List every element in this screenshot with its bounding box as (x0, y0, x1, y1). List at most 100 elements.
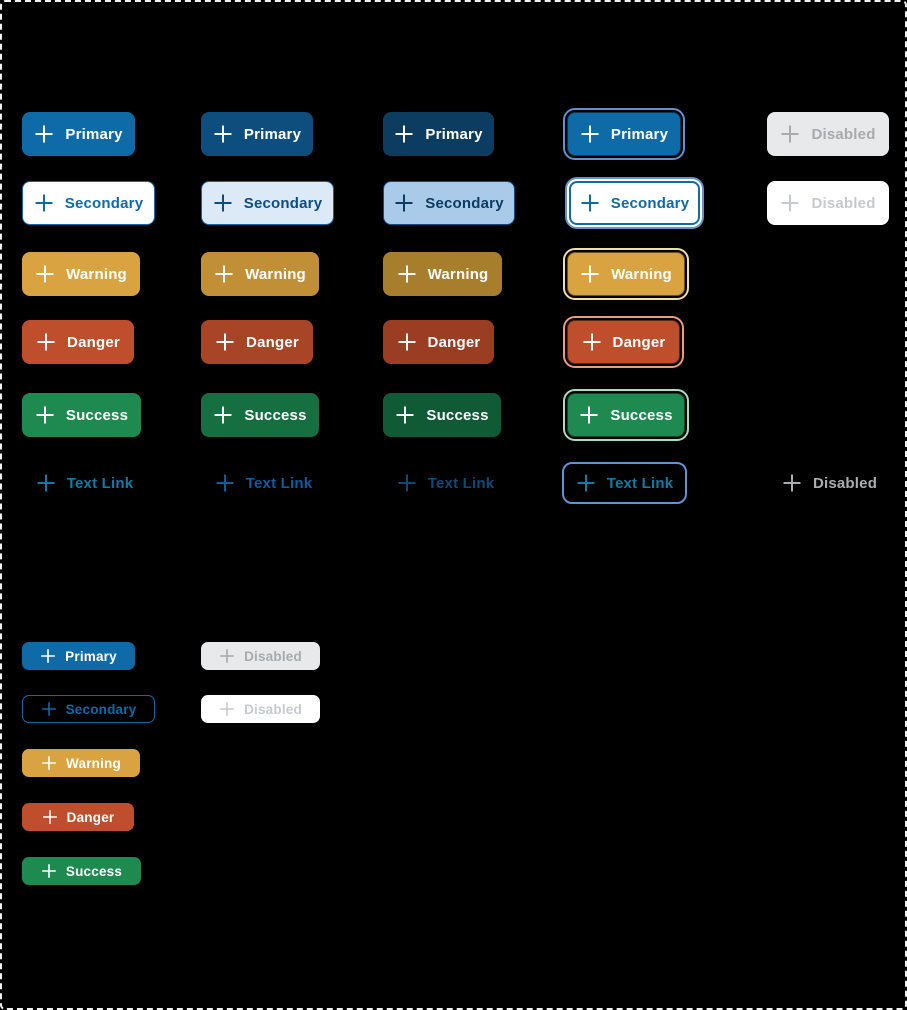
primary-button-active[interactable]: Primary (383, 112, 494, 156)
plus-icon (215, 473, 235, 493)
plus-icon (41, 755, 57, 771)
text-link-hover[interactable]: Text Link (211, 462, 316, 504)
button-label: Secondary (64, 194, 144, 212)
small-danger-button[interactable]: Danger (22, 803, 134, 831)
plus-icon (395, 405, 415, 425)
button-label: Primary (65, 125, 123, 143)
warning-button-focused[interactable]: Warning (563, 248, 689, 300)
button-label: Disabled (244, 648, 302, 664)
plus-icon (582, 332, 602, 352)
button-label: Disabled (812, 474, 878, 492)
small-disabled-button-ghost: Disabled (201, 695, 320, 723)
text-link-disabled: Disabled (777, 462, 882, 504)
danger-button-default[interactable]: Danger (22, 320, 134, 364)
button-label: Primary (65, 648, 117, 664)
primary-button-default[interactable]: Primary (22, 112, 135, 156)
button-label: Primary (610, 125, 669, 143)
plus-icon (394, 124, 414, 144)
plus-icon (580, 264, 600, 284)
button-label: Secondary (243, 194, 323, 212)
text-link-focused[interactable]: Text Link (562, 462, 687, 504)
plus-icon (34, 193, 54, 213)
button-label: Text Link (245, 474, 313, 492)
button-label: Text Link (427, 474, 495, 492)
plus-icon (780, 124, 800, 144)
button-label: Success (610, 406, 673, 424)
warning-button-active[interactable]: Warning (383, 252, 502, 296)
secondary-button-focused[interactable]: Secondary (569, 181, 700, 225)
secondary-button-disabled: Disabled (767, 181, 889, 225)
plus-icon (41, 863, 57, 879)
text-link-default[interactable]: Text Link (32, 462, 137, 504)
plus-icon (36, 473, 56, 493)
small-warning-button[interactable]: Warning (22, 749, 140, 777)
plus-icon (219, 701, 235, 717)
button-label: Success (65, 863, 123, 879)
button-label: Success (426, 406, 489, 424)
plus-icon (35, 405, 55, 425)
plus-icon (579, 405, 599, 425)
button-label: Warning (427, 265, 489, 283)
primary-button-hover[interactable]: Primary (201, 112, 313, 156)
button-label: Danger (66, 809, 115, 825)
plus-icon (576, 473, 596, 493)
button-label: Primary (425, 125, 483, 143)
small-secondary-button[interactable]: Secondary (22, 695, 155, 723)
secondary-button-hover[interactable]: Secondary (201, 181, 334, 225)
button-label: Danger (427, 333, 481, 351)
primary-button-focused[interactable]: Primary (563, 108, 685, 160)
plus-icon (34, 124, 54, 144)
button-label: Success (244, 406, 307, 424)
button-label: Disabled (811, 125, 876, 143)
button-label: Danger (67, 333, 120, 351)
button-label: Primary (243, 125, 302, 143)
button-label: Secondary (610, 194, 690, 212)
secondary-button-active[interactable]: Secondary (383, 181, 515, 225)
button-label: Text Link (66, 474, 134, 492)
button-label: Warning (66, 755, 121, 771)
plus-icon (41, 701, 57, 717)
plus-icon (36, 332, 56, 352)
plus-icon (213, 405, 233, 425)
small-disabled-button-solid: Disabled (201, 642, 320, 670)
warning-button-hover[interactable]: Warning (201, 252, 319, 296)
button-label: Text Link (606, 474, 674, 492)
plus-icon (213, 124, 233, 144)
button-label: Warning (66, 265, 127, 283)
danger-button-active[interactable]: Danger (383, 320, 494, 364)
plus-icon (35, 264, 55, 284)
plus-icon (219, 648, 235, 664)
plus-icon (214, 264, 234, 284)
plus-icon (782, 473, 802, 493)
plus-icon (397, 332, 417, 352)
success-button-default[interactable]: Success (22, 393, 141, 437)
button-label: Disabled (811, 194, 876, 212)
button-label: Secondary (425, 194, 504, 212)
button-label: Disabled (244, 701, 302, 717)
success-button-active[interactable]: Success (383, 393, 501, 437)
plus-icon (40, 648, 56, 664)
plus-icon (580, 193, 600, 213)
danger-button-focused[interactable]: Danger (563, 316, 684, 368)
button-label: Success (65, 406, 129, 424)
button-label: Warning (245, 265, 306, 283)
success-button-focused[interactable]: Success (563, 389, 689, 441)
plus-icon (394, 193, 414, 213)
button-label: Danger (246, 333, 299, 351)
success-button-hover[interactable]: Success (201, 393, 319, 437)
text-link-active[interactable]: Text Link (393, 462, 498, 504)
plus-icon (215, 332, 235, 352)
small-primary-button[interactable]: Primary (22, 642, 135, 670)
danger-button-hover[interactable]: Danger (201, 320, 313, 364)
plus-icon (397, 264, 417, 284)
warning-button-default[interactable]: Warning (22, 252, 140, 296)
button-label: Secondary (65, 701, 137, 717)
plus-icon (580, 124, 600, 144)
plus-icon (213, 193, 233, 213)
small-success-button[interactable]: Success (22, 857, 141, 885)
button-label: Warning (611, 265, 672, 283)
secondary-button-default[interactable]: Secondary (22, 181, 155, 225)
plus-icon (780, 193, 800, 213)
plus-icon (397, 473, 417, 493)
